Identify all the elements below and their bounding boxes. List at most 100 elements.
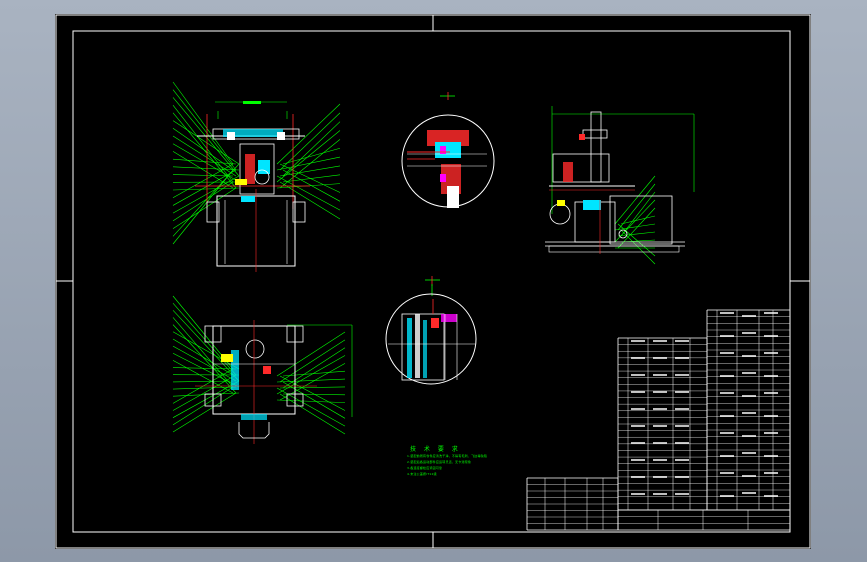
leader-line: [172, 392, 240, 397]
leader-line: [172, 317, 234, 388]
table-cell-text: [742, 452, 756, 454]
leader-line: [620, 191, 656, 237]
table-cell-text: [764, 375, 778, 377]
table-cell-text: [631, 340, 645, 342]
top-view: [172, 295, 353, 444]
leader-lines: [276, 103, 341, 220]
assembly-drawing: [55, 14, 811, 549]
table-cell-text: [720, 375, 734, 377]
leader-line: [282, 347, 346, 389]
drawing-sheet: 技 术 要 求 1.装配前所有零件应清洗干净，不得有毛刺、飞边等缺陷 2.装配后…: [55, 14, 811, 549]
leader-line: [617, 223, 656, 257]
table-cell-text: [675, 374, 689, 376]
table-cell-text: [742, 412, 756, 414]
leader-line: [172, 386, 237, 390]
leader-line: [614, 175, 656, 225]
table-cell-text: [764, 392, 778, 394]
table-cell-text: [742, 492, 756, 494]
table-cell-text: [631, 408, 645, 410]
technical-requirement-line: 4.未注公差按IT12级: [407, 472, 437, 476]
table-cell-text: [742, 315, 756, 317]
table-cell-text: [764, 472, 778, 474]
leader-line: [172, 158, 237, 165]
table-cell-text: [631, 374, 645, 376]
leader-line: [172, 169, 234, 245]
table-cell-text: [653, 476, 667, 478]
technical-requirement-line: 3.各连接螺栓应紧固可靠: [407, 466, 443, 470]
leader-line: [617, 231, 656, 237]
leader-line: [172, 187, 240, 191]
leader-line: [279, 112, 341, 171]
leader-line: [276, 355, 346, 395]
leader-line: [172, 166, 240, 171]
table-cell-text: [742, 475, 756, 477]
leader-line: [172, 81, 234, 165]
leader-line: [172, 345, 237, 382]
leader-line: [282, 174, 341, 183]
table-cell-text: [720, 335, 734, 337]
table-cell-text: [631, 476, 645, 478]
leader-line: [172, 169, 237, 206]
table-cell-text: [742, 435, 756, 437]
table-cell-text: [742, 355, 756, 357]
leader-lines: [614, 175, 656, 265]
front-view: [172, 81, 341, 272]
leader-line: [617, 207, 656, 249]
table-cell-text: [675, 340, 689, 342]
parts-list-table: [526, 309, 791, 531]
leader-line: [172, 174, 234, 177]
technical-requirements-title: 技 术 要 求: [410, 446, 461, 453]
table-cell-text: [764, 432, 778, 434]
centering-marks: [56, 15, 810, 548]
table-cell-text: [631, 442, 645, 444]
leader-line: [172, 380, 234, 383]
leader-line: [279, 139, 341, 189]
leader-line: [172, 380, 240, 418]
table-cell-text: [631, 425, 645, 427]
table-cell-text: [720, 472, 734, 474]
leader-line: [614, 223, 656, 231]
leader-line: [172, 352, 240, 388]
table-cell-text: [675, 425, 689, 427]
leader-line: [172, 175, 240, 214]
table-cell-text: [720, 432, 734, 434]
table-cell-text: [720, 312, 734, 314]
leader-line: [172, 97, 240, 177]
leader-lines: [276, 331, 346, 435]
table-cell-text: [631, 493, 645, 495]
table-cell-text: [720, 455, 734, 457]
leader-line: [620, 215, 656, 225]
table-cell-text: [653, 391, 667, 393]
leader-line: [620, 229, 656, 265]
leader-line: [279, 339, 346, 383]
leader-line: [172, 392, 237, 433]
table-cell-text: [742, 395, 756, 397]
leader-line: [276, 331, 346, 377]
leader-line: [172, 302, 237, 376]
leader-line: [172, 181, 234, 222]
leader-line: [276, 175, 341, 211]
leader-line: [276, 103, 341, 165]
table-cell-text: [764, 495, 778, 497]
table-cell-text: [742, 372, 756, 374]
table-cell-text: [631, 391, 645, 393]
table-cell-text: [720, 415, 734, 417]
leader-line: [172, 367, 237, 370]
table-cell-text: [653, 425, 667, 427]
leader-line: [276, 399, 346, 403]
leader-line: [279, 181, 341, 220]
leader-line: [282, 121, 341, 177]
leader-line: [617, 183, 656, 231]
leader-line: [172, 310, 240, 382]
leader-line: [172, 89, 237, 171]
leader-line: [279, 163, 341, 193]
table-cell-text: [675, 391, 689, 393]
table-cell-text: [653, 459, 667, 461]
leader-line: [172, 143, 240, 183]
table-cell-text: [764, 415, 778, 417]
table-cell-text: [720, 352, 734, 354]
table-cell-text: [631, 357, 645, 359]
table-cell-text: [653, 340, 667, 342]
leader-line: [172, 386, 234, 426]
